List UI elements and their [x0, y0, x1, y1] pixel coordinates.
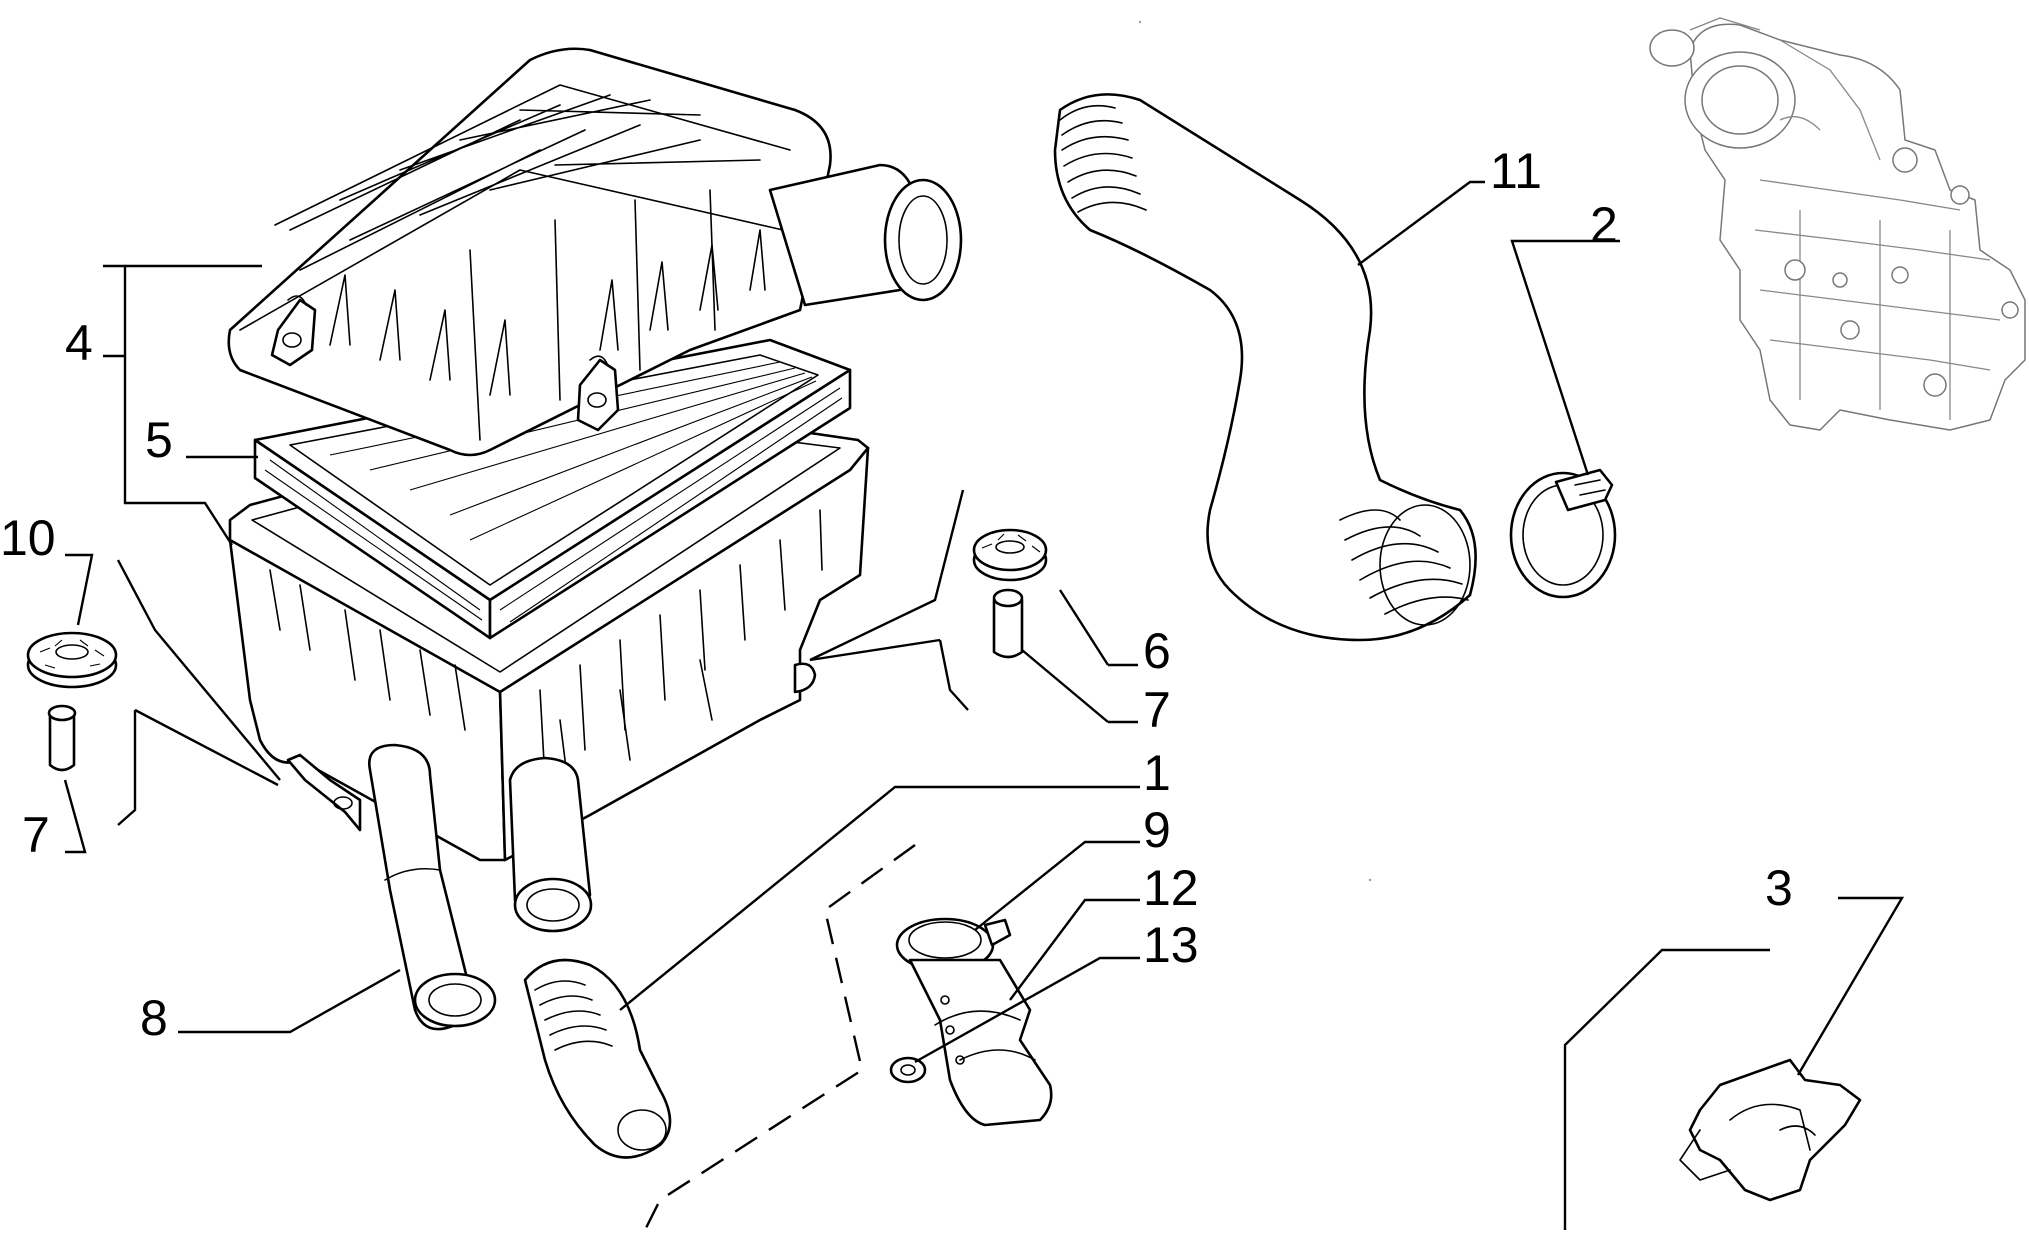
- callout-12: 12: [1143, 860, 1199, 916]
- sleeve-left: [47, 704, 77, 772]
- callout-8: 8: [140, 990, 168, 1046]
- callout-2: 2: [1590, 197, 1618, 253]
- clip-3: [1679, 1058, 1862, 1202]
- callout-10: 10: [0, 510, 56, 566]
- engine-thumbnail: [1649, 17, 2026, 431]
- corrugated-hose: [1053, 93, 1477, 642]
- intake-hose-1: [523, 958, 672, 1159]
- intake-adapter-12: [908, 958, 1053, 1127]
- callout-9: 9: [1143, 802, 1171, 858]
- callout-13: 13: [1143, 917, 1199, 973]
- sleeve-right: [992, 588, 1024, 659]
- callout-6: 6: [1143, 623, 1171, 679]
- speck: [1138, 20, 1142, 24]
- grommet-right: [972, 528, 1048, 582]
- callout-4: 4: [65, 315, 93, 371]
- callout-7-left: 7: [22, 807, 50, 863]
- speck: [1368, 878, 1372, 882]
- callout-11: 11: [1490, 143, 1542, 199]
- filter-element: [253, 338, 852, 640]
- hose-clamp-2: [1509, 468, 1617, 599]
- callout-labels: 4 5 10 7 8 6 7 1 9 12 13 11 2 3: [0, 143, 1793, 1046]
- air-box-cover: [227, 47, 963, 457]
- leader-lines: [63, 180, 1905, 1231]
- callout-1: 1: [1143, 745, 1171, 801]
- grommet-left: [26, 631, 118, 689]
- callout-3: 3: [1765, 860, 1793, 916]
- callout-7-right: 7: [1143, 682, 1171, 738]
- nut-13: [889, 1056, 927, 1084]
- callout-5: 5: [145, 412, 173, 468]
